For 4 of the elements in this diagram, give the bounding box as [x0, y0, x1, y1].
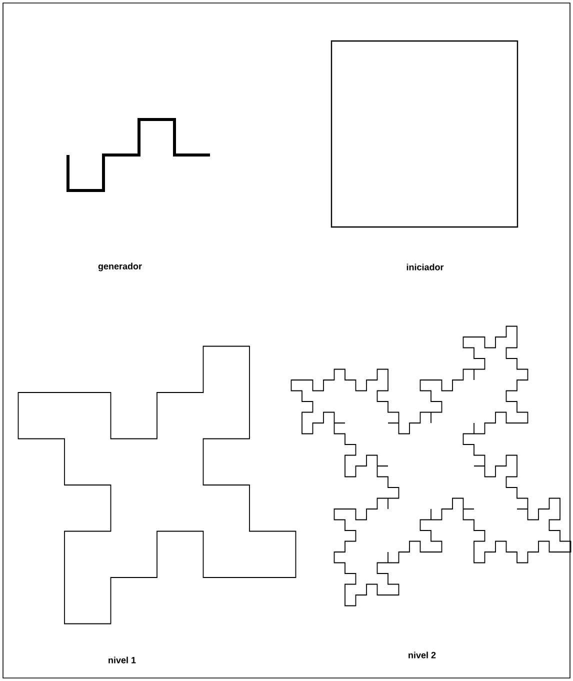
figure-caption: nivel 1: [108, 656, 136, 664]
figure-caption: nivel 2: [408, 652, 436, 658]
figure-caption: generador: [98, 262, 142, 272]
figure-caption: iniciador: [406, 264, 444, 270]
